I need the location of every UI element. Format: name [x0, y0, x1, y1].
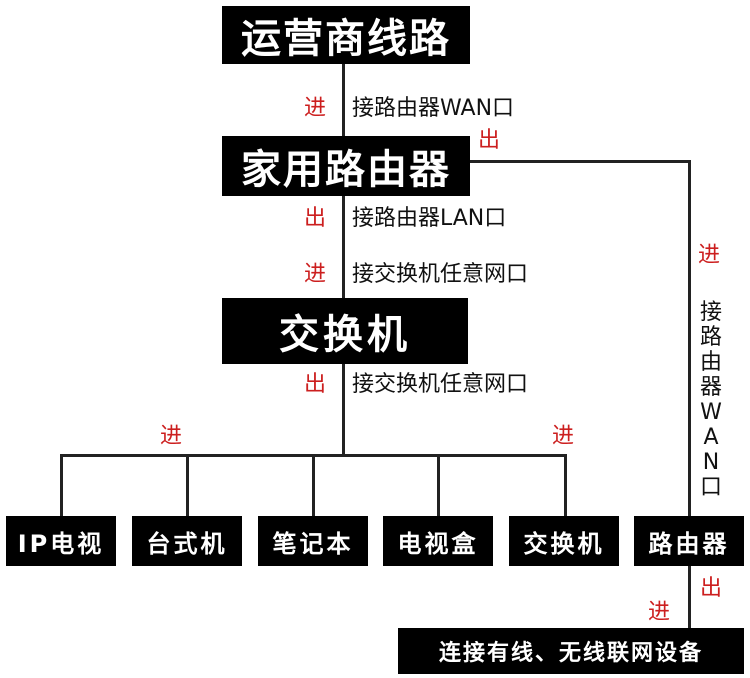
label-router-lan-port: 接路由器LAN口	[352, 206, 507, 231]
label-router-wan-port: 接路由器WAN口	[352, 96, 515, 121]
connector-switch-bus	[342, 362, 345, 456]
drop-switch	[564, 454, 567, 518]
home-router-box: 家用路由器	[222, 136, 470, 196]
device-ip-tv: IP电视	[6, 516, 116, 566]
device-router: 路由器	[634, 516, 744, 566]
device-desktop: 台式机	[132, 516, 242, 566]
wired-wireless-devices-box: 连接有线、无线联网设备	[398, 628, 744, 674]
direction-out-router-wan: 出	[478, 128, 501, 153]
drop-desktop	[186, 454, 189, 518]
direction-in-bus-right: 进	[552, 424, 575, 449]
direction-in-switch: 进	[304, 262, 327, 287]
device-tv-box: 电视盒	[383, 516, 493, 566]
direction-in-bus-left: 进	[160, 424, 183, 449]
wan-branch-vertical	[688, 160, 691, 518]
direction-in-isp-router: 进	[304, 96, 327, 121]
connector-router-devices	[688, 564, 691, 630]
direction-out-switch: 出	[304, 372, 327, 397]
switch-box: 交换机	[222, 298, 468, 364]
drop-laptop	[312, 454, 315, 518]
connector-router-switch	[342, 194, 345, 300]
label-switch-port-in: 接交换机任意网口	[352, 262, 529, 287]
direction-in-wan-branch: 进	[698, 243, 721, 268]
device-switch: 交换机	[509, 516, 619, 566]
drop-tv-box	[437, 454, 440, 518]
direction-out-second-router: 出	[700, 576, 723, 601]
device-laptop: 笔记本	[258, 516, 368, 566]
label-switch-port-out: 接交换机任意网口	[352, 372, 529, 397]
direction-out-router-lan: 出	[304, 206, 327, 231]
drop-ip-tv	[60, 454, 63, 518]
wan-branch-horizontal	[466, 160, 691, 163]
connector-isp-router	[342, 60, 345, 140]
direction-in-bottom-devices: 进	[648, 600, 671, 625]
isp-line-box: 运营商线路	[222, 6, 470, 64]
label-second-router-wan-vertical: 接路由器WAN口	[699, 300, 722, 500]
